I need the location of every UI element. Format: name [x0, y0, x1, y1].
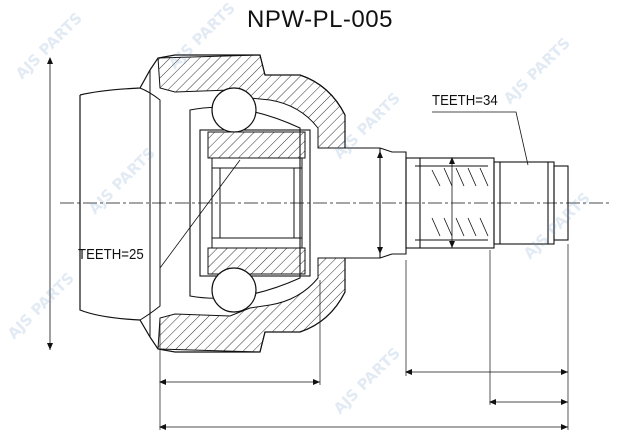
outer-ring: [139, 70, 161, 337]
inner-race-top: [207, 131, 306, 159]
ball-lower: [211, 267, 257, 313]
extension-lines: [159, 244, 569, 430]
inner-spline-bore: [211, 157, 303, 249]
inner-race-bottom: [207, 247, 306, 275]
teeth-shaft-label: TEETH=34: [432, 92, 498, 109]
teeth-inner-leader: [159, 159, 241, 269]
threaded-end: [493, 161, 569, 245]
housing-wall-bottom: [157, 257, 346, 353]
part-number-title: NPW-PL-005: [247, 6, 393, 33]
ball-upper: [211, 87, 257, 133]
housing-wall-top: [157, 54, 346, 149]
teeth-inner-label: TEETH=25: [78, 246, 144, 263]
teeth-shaft-leader: [432, 111, 529, 166]
